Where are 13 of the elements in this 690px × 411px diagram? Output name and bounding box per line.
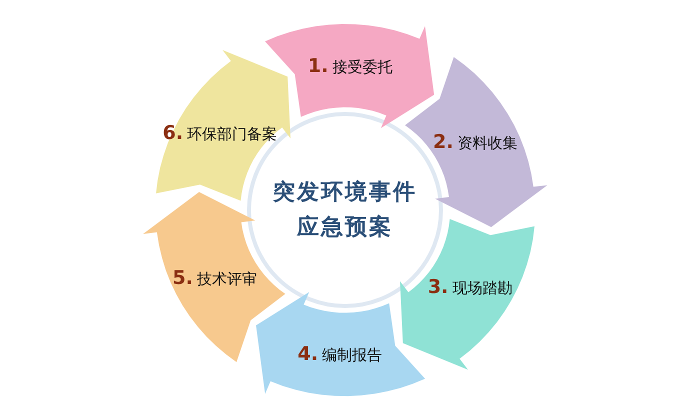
step-number: 6. bbox=[162, 122, 184, 144]
step-number: 1. bbox=[308, 54, 328, 77]
step-number: 4. bbox=[298, 343, 318, 366]
step-number: 2. bbox=[433, 131, 454, 154]
step-number: 5. bbox=[172, 266, 193, 289]
center-title: 突发环境事件应急预案 bbox=[272, 178, 418, 242]
step-label: 接受委托 bbox=[332, 58, 392, 77]
step-label: 现场踏勘 bbox=[452, 278, 512, 298]
step-label: 编制报告 bbox=[322, 346, 382, 366]
step-label: 环保部门备案 bbox=[187, 125, 278, 144]
step-label: 技术评审 bbox=[196, 270, 257, 289]
step-label: 资料收集 bbox=[457, 134, 518, 154]
step-number: 3. bbox=[428, 276, 448, 298]
